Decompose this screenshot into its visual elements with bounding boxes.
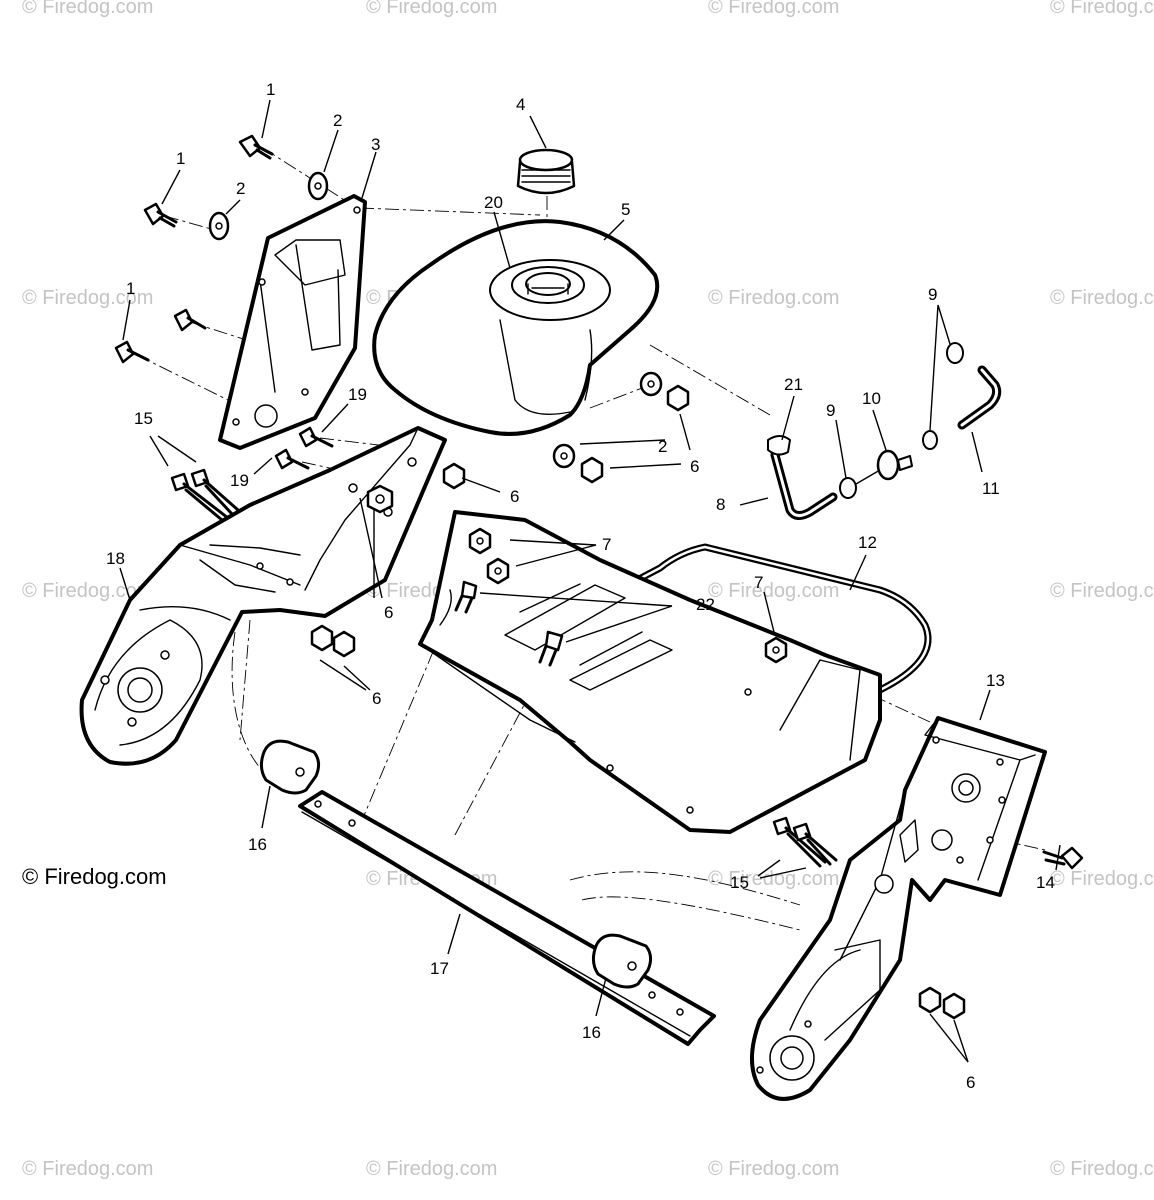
callout-6: 6	[966, 1073, 975, 1092]
fuel-cap	[516, 148, 576, 195]
watermark: © Firedog.com	[1050, 580, 1154, 602]
callout-21: 21	[784, 375, 803, 394]
tank-nuts	[552, 371, 690, 484]
right-side-frame	[749, 716, 1047, 1101]
handle-rod	[586, 543, 932, 694]
watermark: © Firedog.com	[708, 580, 840, 602]
copyright-label: © Firedog.com	[22, 864, 167, 889]
callout-20: 20	[484, 193, 503, 212]
callout-22: 22	[696, 595, 715, 614]
callout-1: 1	[266, 80, 275, 99]
callout-8: 8	[716, 495, 725, 514]
callout-19: 19	[348, 385, 367, 404]
watermark: © Firedog.com	[22, 580, 154, 602]
callout-10: 10	[862, 389, 881, 408]
watermark: © Firedog.com	[22, 287, 154, 309]
frame-nuts-left	[310, 462, 466, 658]
callout-6: 6	[384, 603, 393, 622]
callout-2: 2	[333, 111, 342, 130]
callout-17: 17	[430, 959, 449, 978]
callout-15: 15	[134, 409, 153, 428]
watermark: © Firedog.com	[22, 1158, 154, 1180]
callout-18: 18	[106, 549, 125, 568]
watermark: © Firedog.com	[22, 0, 154, 18]
carriage-bolts	[454, 580, 564, 667]
callout-9: 9	[928, 285, 937, 304]
callout-5: 5	[621, 200, 630, 219]
plate-nuts	[468, 527, 788, 664]
callout-16: 16	[582, 1023, 601, 1042]
callout-3: 3	[371, 135, 380, 154]
callout-11: 11	[982, 479, 1000, 498]
fuel-tank	[372, 219, 660, 436]
fuel-line-assembly	[767, 342, 1002, 520]
left-side-frame	[79, 426, 447, 766]
callout-15: 15	[730, 873, 749, 892]
bottom-rail	[298, 790, 716, 1046]
callout-9: 9	[826, 401, 835, 420]
callout-7: 7	[602, 535, 611, 554]
callout-6: 6	[510, 487, 519, 506]
callout-numbers: 1 2 3 1 2 1 4 20 5 2 6 6 19 19 15 18 6 6…	[106, 80, 1055, 1092]
watermark: © Firedog.com	[708, 1158, 840, 1180]
bolts-19-15	[170, 426, 838, 868]
watermark: © Firedog.com	[1050, 1158, 1154, 1180]
callout-12: 12	[858, 533, 877, 552]
callout-6: 6	[372, 689, 381, 708]
skid-pads	[259, 739, 653, 989]
callout-1: 1	[126, 279, 135, 298]
callout-2: 2	[236, 179, 245, 198]
callout-19: 19	[230, 471, 249, 490]
watermark: © Firedog.com	[1050, 868, 1154, 890]
callout-16: 16	[248, 835, 267, 854]
bracket-plate	[218, 194, 367, 450]
right-bolt-nuts	[918, 846, 1084, 1020]
callout-6: 6	[690, 457, 699, 476]
watermark: © Firedog.com	[366, 1158, 498, 1180]
watermark: © Firedog.com	[708, 0, 840, 18]
bolts-washers	[114, 134, 329, 364]
watermark: © Firedog.com	[1050, 287, 1154, 309]
leader-lines	[119, 99, 1061, 1063]
callout-4: 4	[516, 95, 525, 114]
callout-2: 2	[658, 437, 667, 456]
watermark: © Firedog.com	[708, 868, 840, 890]
watermark: © Firedog.com	[708, 287, 840, 309]
center-plate	[418, 510, 882, 834]
callout-7: 7	[754, 573, 763, 592]
watermark: © Firedog.com	[366, 0, 498, 18]
watermark: © Firedog.com	[1050, 0, 1154, 18]
callout-1: 1	[176, 149, 185, 168]
callout-13: 13	[986, 671, 1005, 690]
callout-14: 14	[1036, 873, 1055, 892]
